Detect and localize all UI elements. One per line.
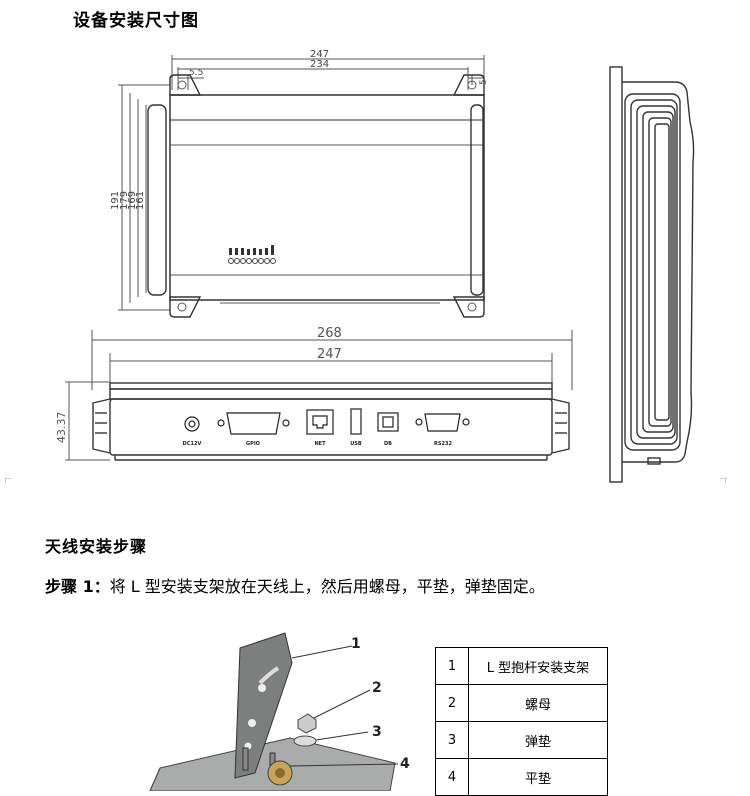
side-view-drawing	[609, 66, 695, 483]
port-label-gpio: GPIO	[246, 441, 260, 447]
callout-3: 3	[372, 724, 382, 740]
table-row: 1 L 型抱杆安装支架	[435, 647, 608, 685]
step-1-text: 步骤 1：将 L 型安装支架放在天线上，然后用螺母，平垫，弹垫固定。	[45, 573, 545, 597]
table-row: 4 平垫	[435, 758, 608, 796]
dim-height-191: 191	[110, 191, 121, 210]
corner-mark	[5, 478, 11, 484]
callout-2: 2	[372, 680, 382, 696]
part-number: 4	[435, 758, 469, 796]
step-1-body: 将 L 型安装支架放在天线上，然后用螺母，平垫，弹垫固定。	[109, 577, 545, 596]
corner-mark	[720, 478, 726, 484]
section-title-antenna: 天线安装步骤	[45, 537, 148, 556]
section-title-dimensions: 设备安装尺寸图	[73, 11, 199, 31]
port-label-db: DB	[384, 441, 392, 447]
top-view-drawing: 247 234 5.5 5 191 179 169 161	[110, 49, 489, 318]
dim-top-width-inner: 234	[310, 59, 329, 70]
part-number: 1	[435, 647, 469, 685]
parts-table: 1 L 型抱杆安装支架 2 螺母 3 弹垫 4 平垫	[435, 647, 608, 796]
dim-front-height: 43.37	[55, 412, 68, 444]
dim-height-179: 179	[119, 191, 130, 210]
dim-front-width-outer: 268	[317, 326, 342, 341]
dim-height-161: 161	[135, 191, 146, 210]
part-name: L 型抱杆安装支架	[468, 647, 608, 685]
bracket-assembly-illustration: 1 2 3 4	[149, 632, 410, 791]
callout-4: 4	[400, 756, 410, 772]
table-row: 3 弹垫	[435, 721, 608, 759]
dim-hole-offset-left: 5.5	[189, 68, 203, 78]
port-label-rs232: RS232	[434, 441, 452, 447]
dim-top-width-outer: 247	[310, 49, 329, 60]
port-label-usb: USB	[350, 441, 362, 447]
part-name: 平垫	[468, 758, 608, 796]
front-view-drawing: DC12V GPIO NET USB DB RS232 268 247 43.3…	[55, 326, 573, 461]
port-label-net: NET	[314, 441, 326, 447]
part-name: 螺母	[468, 684, 608, 722]
table-row: 2 螺母	[435, 684, 608, 722]
part-number: 2	[435, 684, 469, 722]
part-number: 3	[435, 721, 469, 759]
dim-hole-offset-right: 5	[479, 79, 489, 85]
port-label-dc12v: DC12V	[183, 441, 202, 447]
dim-front-width-inner: 247	[317, 347, 342, 362]
part-name: 弹垫	[468, 721, 608, 759]
callout-1: 1	[351, 636, 361, 652]
dim-height-169: 169	[127, 191, 138, 210]
step-1-label: 步骤 1：	[45, 577, 110, 596]
